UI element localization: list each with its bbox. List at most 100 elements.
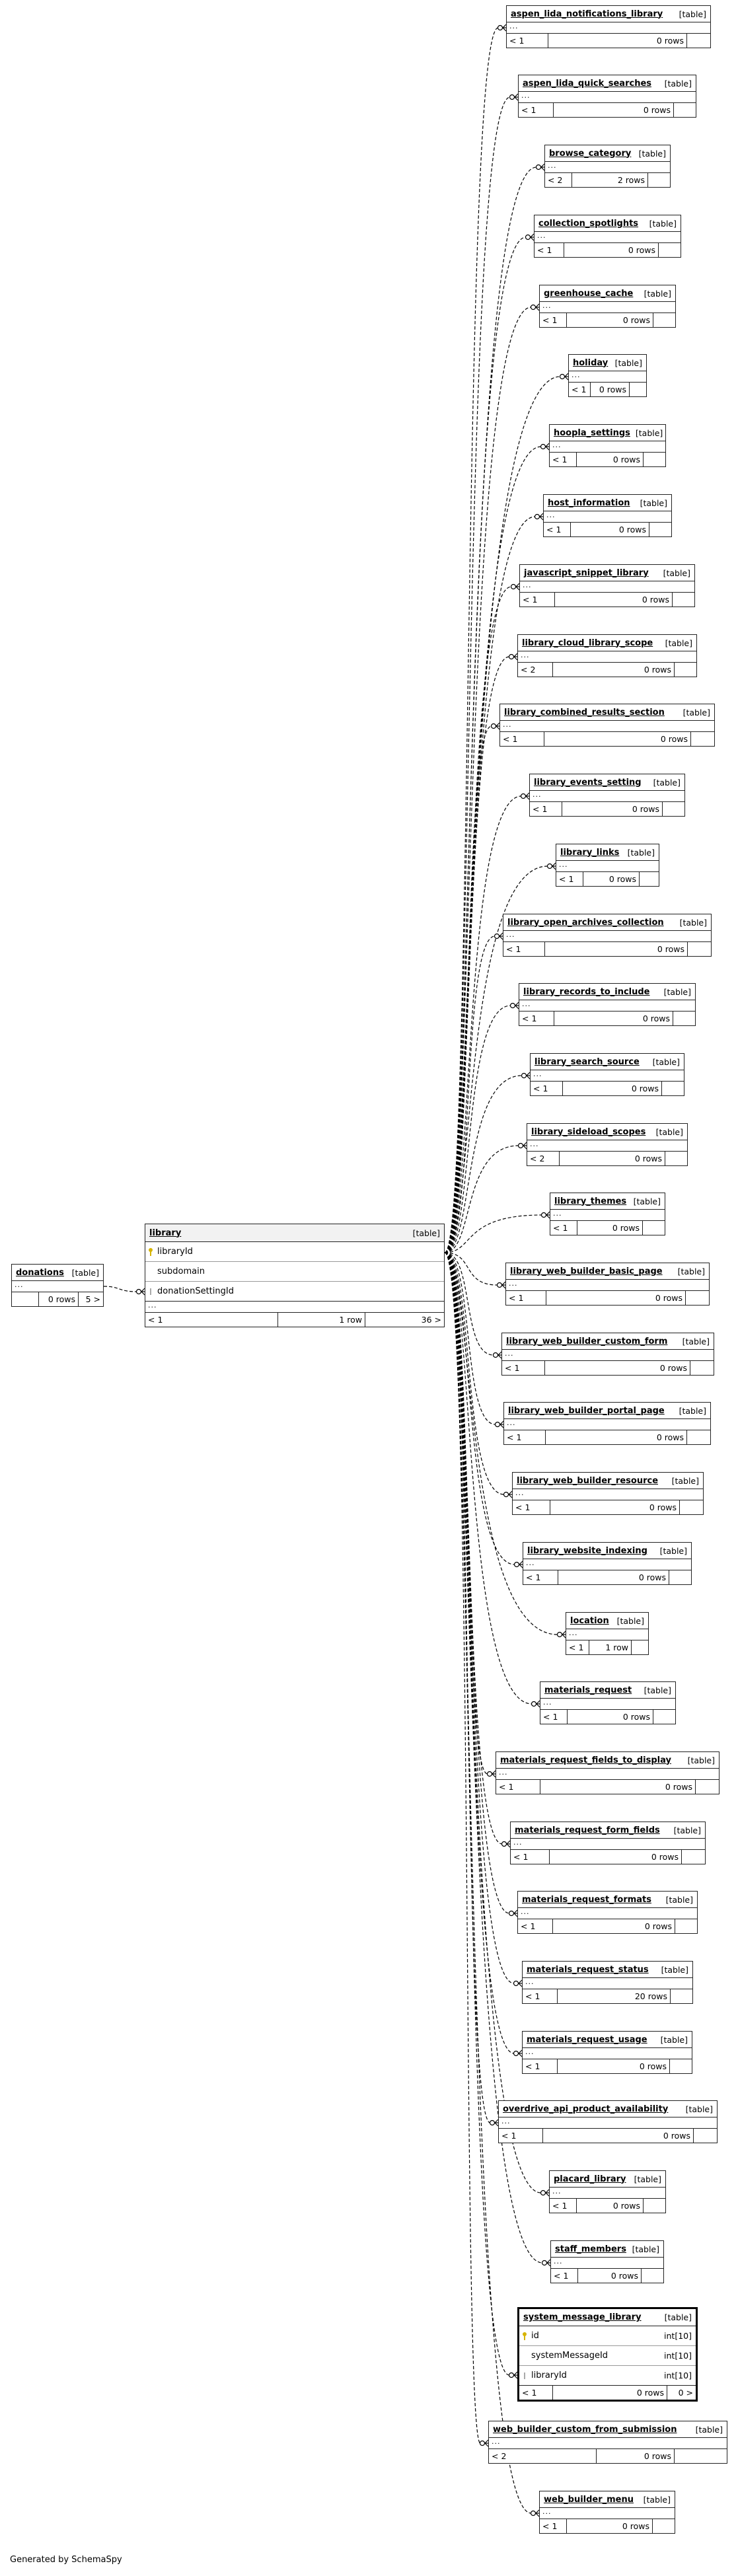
table-library-combined-results-section[interactable]: library_combined_results_section[table].…	[499, 704, 715, 747]
table-name[interactable]: library_web_builder_custom_form	[506, 1336, 668, 1346]
table-name[interactable]: library_links	[560, 847, 620, 858]
table-name[interactable]: library_web_builder_resource	[517, 1475, 659, 1486]
table-name[interactable]: materials_request_formats	[522, 1894, 652, 1905]
columns-ellipsis: ...	[550, 441, 665, 453]
columns-ellipsis: ...	[527, 1140, 687, 1152]
columns-ellipsis: ...	[511, 1839, 705, 1850]
table-name[interactable]: web_builder_custom_from_submission	[493, 2424, 677, 2435]
table-name[interactable]: library_records_to_include	[523, 986, 650, 997]
table-name[interactable]: library_search_source	[535, 1056, 640, 1067]
table-name[interactable]: materials_request	[544, 1685, 632, 1695]
table-materials-request-fields-to-display[interactable]: materials_request_fields_to_display[tabl…	[496, 1751, 720, 1794]
crows-foot-icon	[508, 1909, 518, 1917]
table-library-web-builder-resource[interactable]: library_web_builder_resource[table]...< …	[512, 1472, 704, 1515]
parents-count: < 1	[522, 1013, 537, 1023]
column-row[interactable]: subdomain	[145, 1261, 444, 1281]
parents-count	[12, 1292, 38, 1306]
parents-count: < 1	[542, 315, 558, 325]
table-name[interactable]: library_web_builder_portal_page	[508, 1405, 665, 1416]
table-name[interactable]: host_information	[548, 497, 630, 508]
table-web-builder-custom-from-submission[interactable]: web_builder_custom_from_submission[table…	[488, 2421, 727, 2464]
parents-count: < 1	[507, 1432, 522, 1442]
foreign-key-icon	[522, 2372, 527, 2380]
table-name[interactable]: library_open_archives_collection	[507, 917, 664, 928]
column-row[interactable]: libraryId	[145, 1242, 444, 1261]
table-name[interactable]: placard_library	[554, 2174, 626, 2184]
table-library-web-builder-custom-form[interactable]: library_web_builder_custom_form[table]..…	[501, 1333, 714, 1376]
parents-count: < 1	[499, 1782, 514, 1792]
table-name[interactable]: library_themes	[554, 1196, 627, 1206]
relationship-edge	[444, 1214, 542, 1253]
table-name[interactable]: donations	[16, 1267, 64, 1278]
table-name[interactable]: library_cloud_library_scope	[522, 638, 653, 648]
table-library[interactable]: library[table] libraryId subdomain donat…	[145, 1224, 445, 1327]
table-name[interactable]: library_events_setting	[534, 777, 642, 788]
table-name[interactable]: location	[570, 1615, 609, 1626]
table-name[interactable]: system_message_library	[523, 2312, 642, 2322]
table-materials-request-form-fields[interactable]: materials_request_form_fields[table]...<…	[510, 1822, 706, 1864]
table-overdrive-api-product-availability[interactable]: overdrive_api_product_availability[table…	[498, 2100, 718, 2143]
table-name[interactable]: web_builder_menu	[544, 2494, 634, 2505]
columns-ellipsis: ...	[506, 1280, 709, 1291]
children-count: 5 >	[78, 1292, 103, 1306]
primary-key-icon	[148, 1247, 153, 1256]
table-library-web-builder-portal-page[interactable]: library_web_builder_portal_page[table]..…	[503, 1402, 711, 1445]
table-name[interactable]: materials_request_fields_to_display	[500, 1755, 671, 1765]
table-name[interactable]: browse_category	[549, 148, 632, 159]
table-name[interactable]: collection_spotlights	[538, 218, 639, 229]
table-name[interactable]: staff_members	[555, 2244, 626, 2254]
table-name[interactable]: holiday	[573, 357, 609, 368]
relationship-edge	[444, 1252, 494, 1356]
table-library-open-archives-collection[interactable]: library_open_archives_collection[table].…	[503, 914, 712, 957]
table-name[interactable]: greenhouse_cache	[544, 288, 634, 299]
crows-foot-icon	[531, 1700, 540, 1708]
table-name[interactable]: javascript_snippet_library	[524, 568, 649, 578]
table-name[interactable]: library_sideload_scopes	[531, 1126, 646, 1137]
table-name[interactable]: materials_request_form_fields	[515, 1825, 660, 1835]
table-library-web-builder-basic-page[interactable]: library_web_builder_basic_page[table]...…	[505, 1263, 710, 1306]
parents-count: < 1	[537, 245, 552, 255]
table-name[interactable]: overdrive_api_product_availability	[503, 2104, 669, 2114]
table-name[interactable]: materials_request_usage	[527, 2034, 647, 2045]
table-name[interactable]: aspen_lida_quick_searches	[523, 78, 651, 89]
table-name[interactable]: library_website_indexing	[527, 1545, 647, 1556]
table-name[interactable]: aspen_lida_notifications_library	[511, 9, 663, 19]
table-name[interactable]: library	[149, 1228, 182, 1238]
table-library-cloud-library-scope[interactable]: library_cloud_library_scope[table]...< 2…	[517, 634, 697, 677]
table-name[interactable]: library_web_builder_basic_page	[510, 1266, 663, 1276]
table-aspen-lida-notifications-library[interactable]: aspen_lida_notifications_library[table].…	[506, 5, 711, 48]
table-name[interactable]: library_combined_results_section	[504, 707, 665, 718]
column-row[interactable]: donationSettingId	[145, 1281, 444, 1301]
table-name[interactable]: hoopla_settings	[554, 427, 630, 438]
table-name[interactable]: materials_request_status	[527, 1964, 649, 1975]
column-name: libraryId	[157, 1247, 193, 1257]
